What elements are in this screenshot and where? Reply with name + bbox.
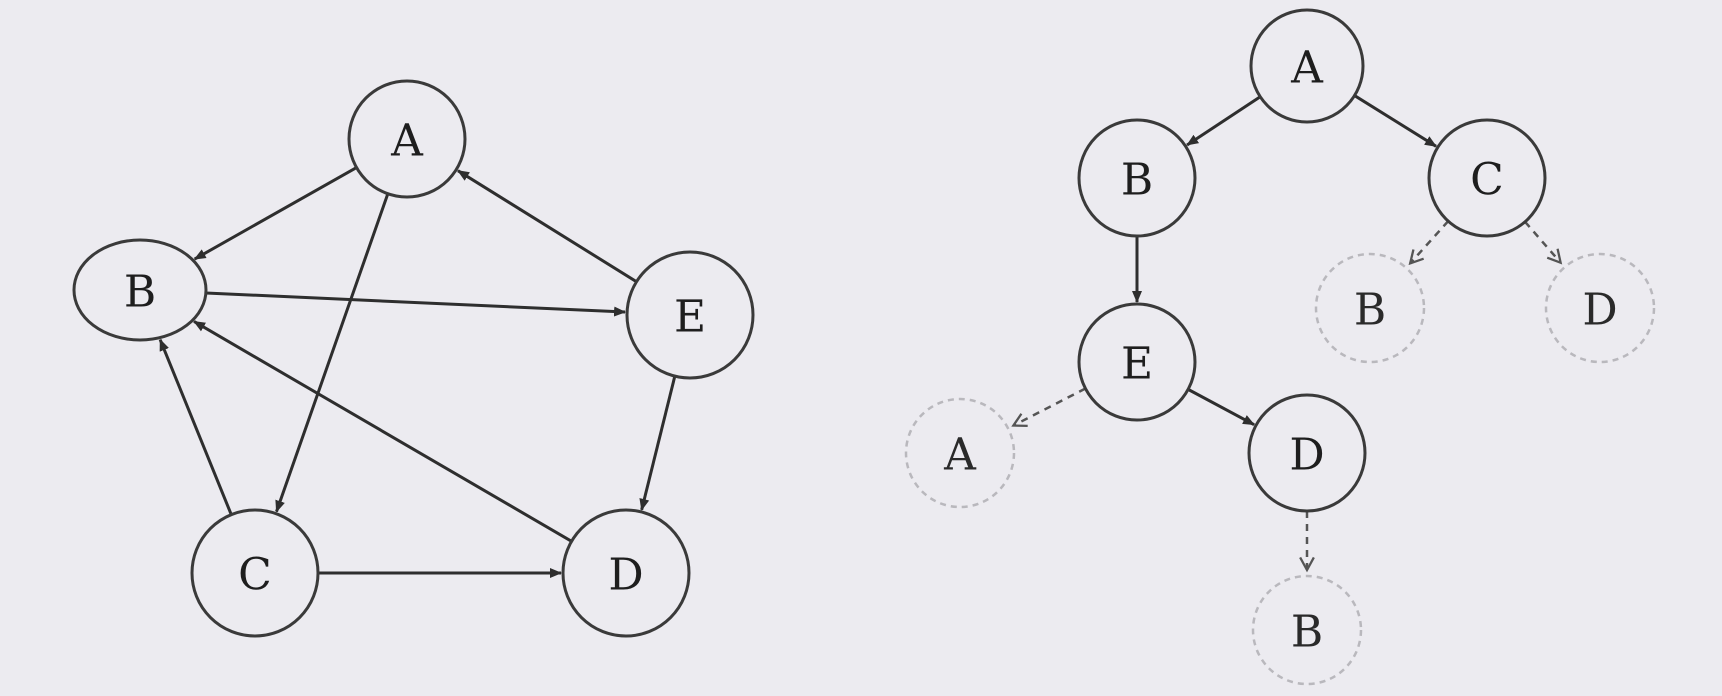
tree-node-d-label: D [1289,430,1324,481]
tree-node-cd-label: D [1582,285,1617,336]
tree-node-cb-label: B [1354,285,1386,336]
graph-edge-e-a [457,169,638,284]
graph-node-a: A [347,79,467,199]
tree-node-a-label: A [1290,43,1324,94]
graph-node-e-circle [625,250,755,380]
graph-edge-c-b [158,338,233,516]
tree-node-cd: D [1544,252,1656,364]
tree-node-b-circle [1077,118,1197,238]
tree-edge-e-d [1187,388,1255,427]
tree-node-cb: B [1314,252,1426,364]
graph-node-a-label: A [390,116,424,167]
graph-edge-a-c [275,193,390,513]
graph-node-a-circle [347,79,467,199]
tree-node-db-label: B [1291,607,1323,658]
tree-node-cb-circle [1314,252,1426,364]
graph-node-b-circle [72,238,208,342]
tree-node-e-circle [1077,302,1197,422]
graph-edge-a-b [193,166,358,261]
tree-edge-e-ea [1013,387,1086,426]
graph-edge-e-d [639,375,677,511]
graph-node-e-label: E [674,292,706,343]
graph-edges [158,166,677,578]
graph-node-d-label: D [608,550,643,601]
tree-edge-c-cb [1410,220,1450,263]
graph-edge-d-b [193,320,573,543]
graph-node-b: B [72,238,208,342]
graph-node-d-circle [561,508,691,638]
tree-edge-c-cd [1524,220,1561,263]
graph-node-c-label: C [238,550,272,601]
tree-node-b: B [1077,118,1197,238]
graph-edge-b-e [205,291,627,317]
tree-node-a-circle [1249,8,1365,124]
graph-node-c: C [190,508,320,638]
tree-edges [1013,94,1561,570]
tree-node-cd-circle [1544,252,1656,364]
tree-node-e: E [1077,302,1197,422]
graph-node-e: E [625,250,755,380]
tree-node-c-label: C [1470,155,1504,206]
tree-nodes: A B C E D B D A B [904,8,1656,686]
tree-edge-a-b [1186,95,1262,147]
tree-node-b-label: B [1121,155,1153,206]
tree-node-ea-label: A [943,430,977,481]
tree-edge-a-c [1353,94,1437,148]
graph-node-d: D [561,508,691,638]
tree-node-d: D [1247,393,1367,513]
graph-nodes: A B C D E [72,79,755,638]
tree-node-a: A [1249,8,1365,124]
tree-node-c: C [1427,118,1547,238]
tree-node-db: B [1251,574,1363,686]
graph-node-c-circle [190,508,320,638]
graph-node-b-label: B [124,267,156,318]
tree-node-e-label: E [1121,339,1153,390]
tree-node-db-circle [1251,574,1363,686]
tree-node-ea: A [904,397,1016,509]
tree-node-d-circle [1247,393,1367,513]
tree-node-c-circle [1427,118,1547,238]
tree-node-ea-circle [904,397,1016,509]
